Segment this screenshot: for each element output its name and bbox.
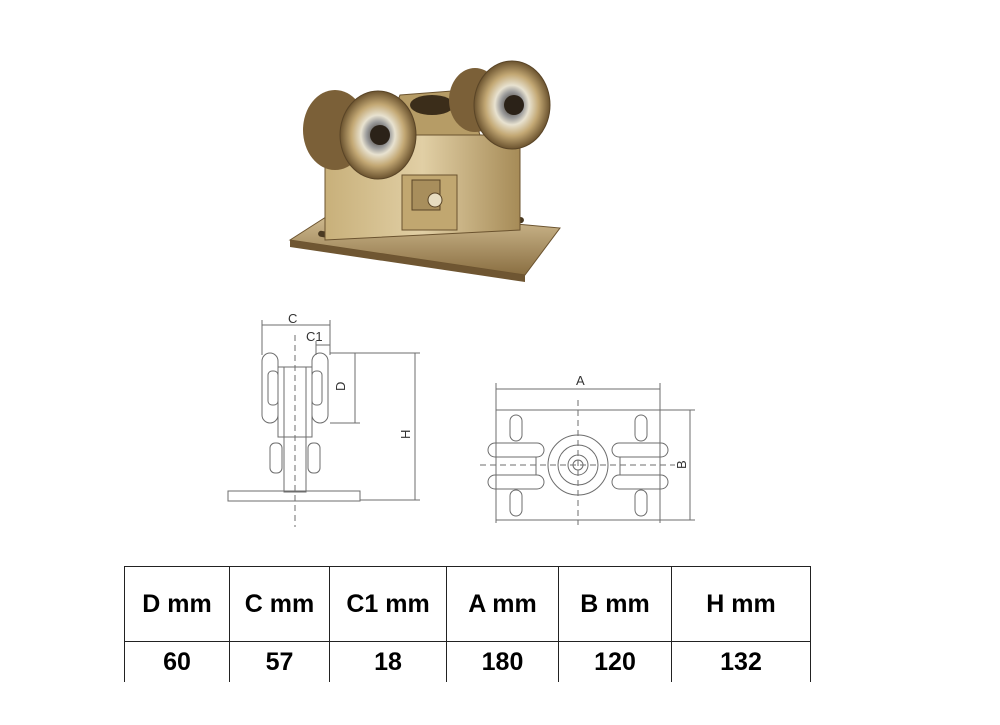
- label-c: C: [288, 311, 297, 326]
- header-a: A mm: [446, 566, 559, 642]
- label-c1: C1: [306, 329, 323, 344]
- label-a: A: [576, 373, 585, 388]
- right-wheel: [449, 60, 551, 150]
- header-b: B mm: [558, 566, 672, 642]
- value-b: 120: [558, 641, 672, 682]
- product-photo: [288, 60, 561, 282]
- top-view-drawing: A B: [480, 373, 695, 525]
- label-h: H: [398, 430, 413, 439]
- table-header-row: D mm C mm C1 mm A mm B mm H mm: [124, 566, 811, 642]
- value-d: 60: [124, 641, 230, 682]
- header-d: D mm: [124, 566, 230, 642]
- label-d: D: [333, 382, 348, 391]
- label-b: B: [674, 460, 689, 469]
- value-a: 180: [446, 641, 559, 682]
- header-h: H mm: [671, 566, 811, 642]
- dimensions-table: D mm C mm C1 mm A mm B mm H mm 60 57 18 …: [124, 566, 811, 682]
- side-view-drawing: C C1 D H: [227, 311, 420, 527]
- table-row: 60 57 18 180 120 132: [124, 641, 811, 682]
- value-h: 132: [671, 641, 811, 682]
- header-c1: C1 mm: [329, 566, 447, 642]
- value-c: 57: [229, 641, 330, 682]
- left-wheel: [303, 90, 417, 180]
- value-c1: 18: [329, 641, 447, 682]
- header-c: C mm: [229, 566, 330, 642]
